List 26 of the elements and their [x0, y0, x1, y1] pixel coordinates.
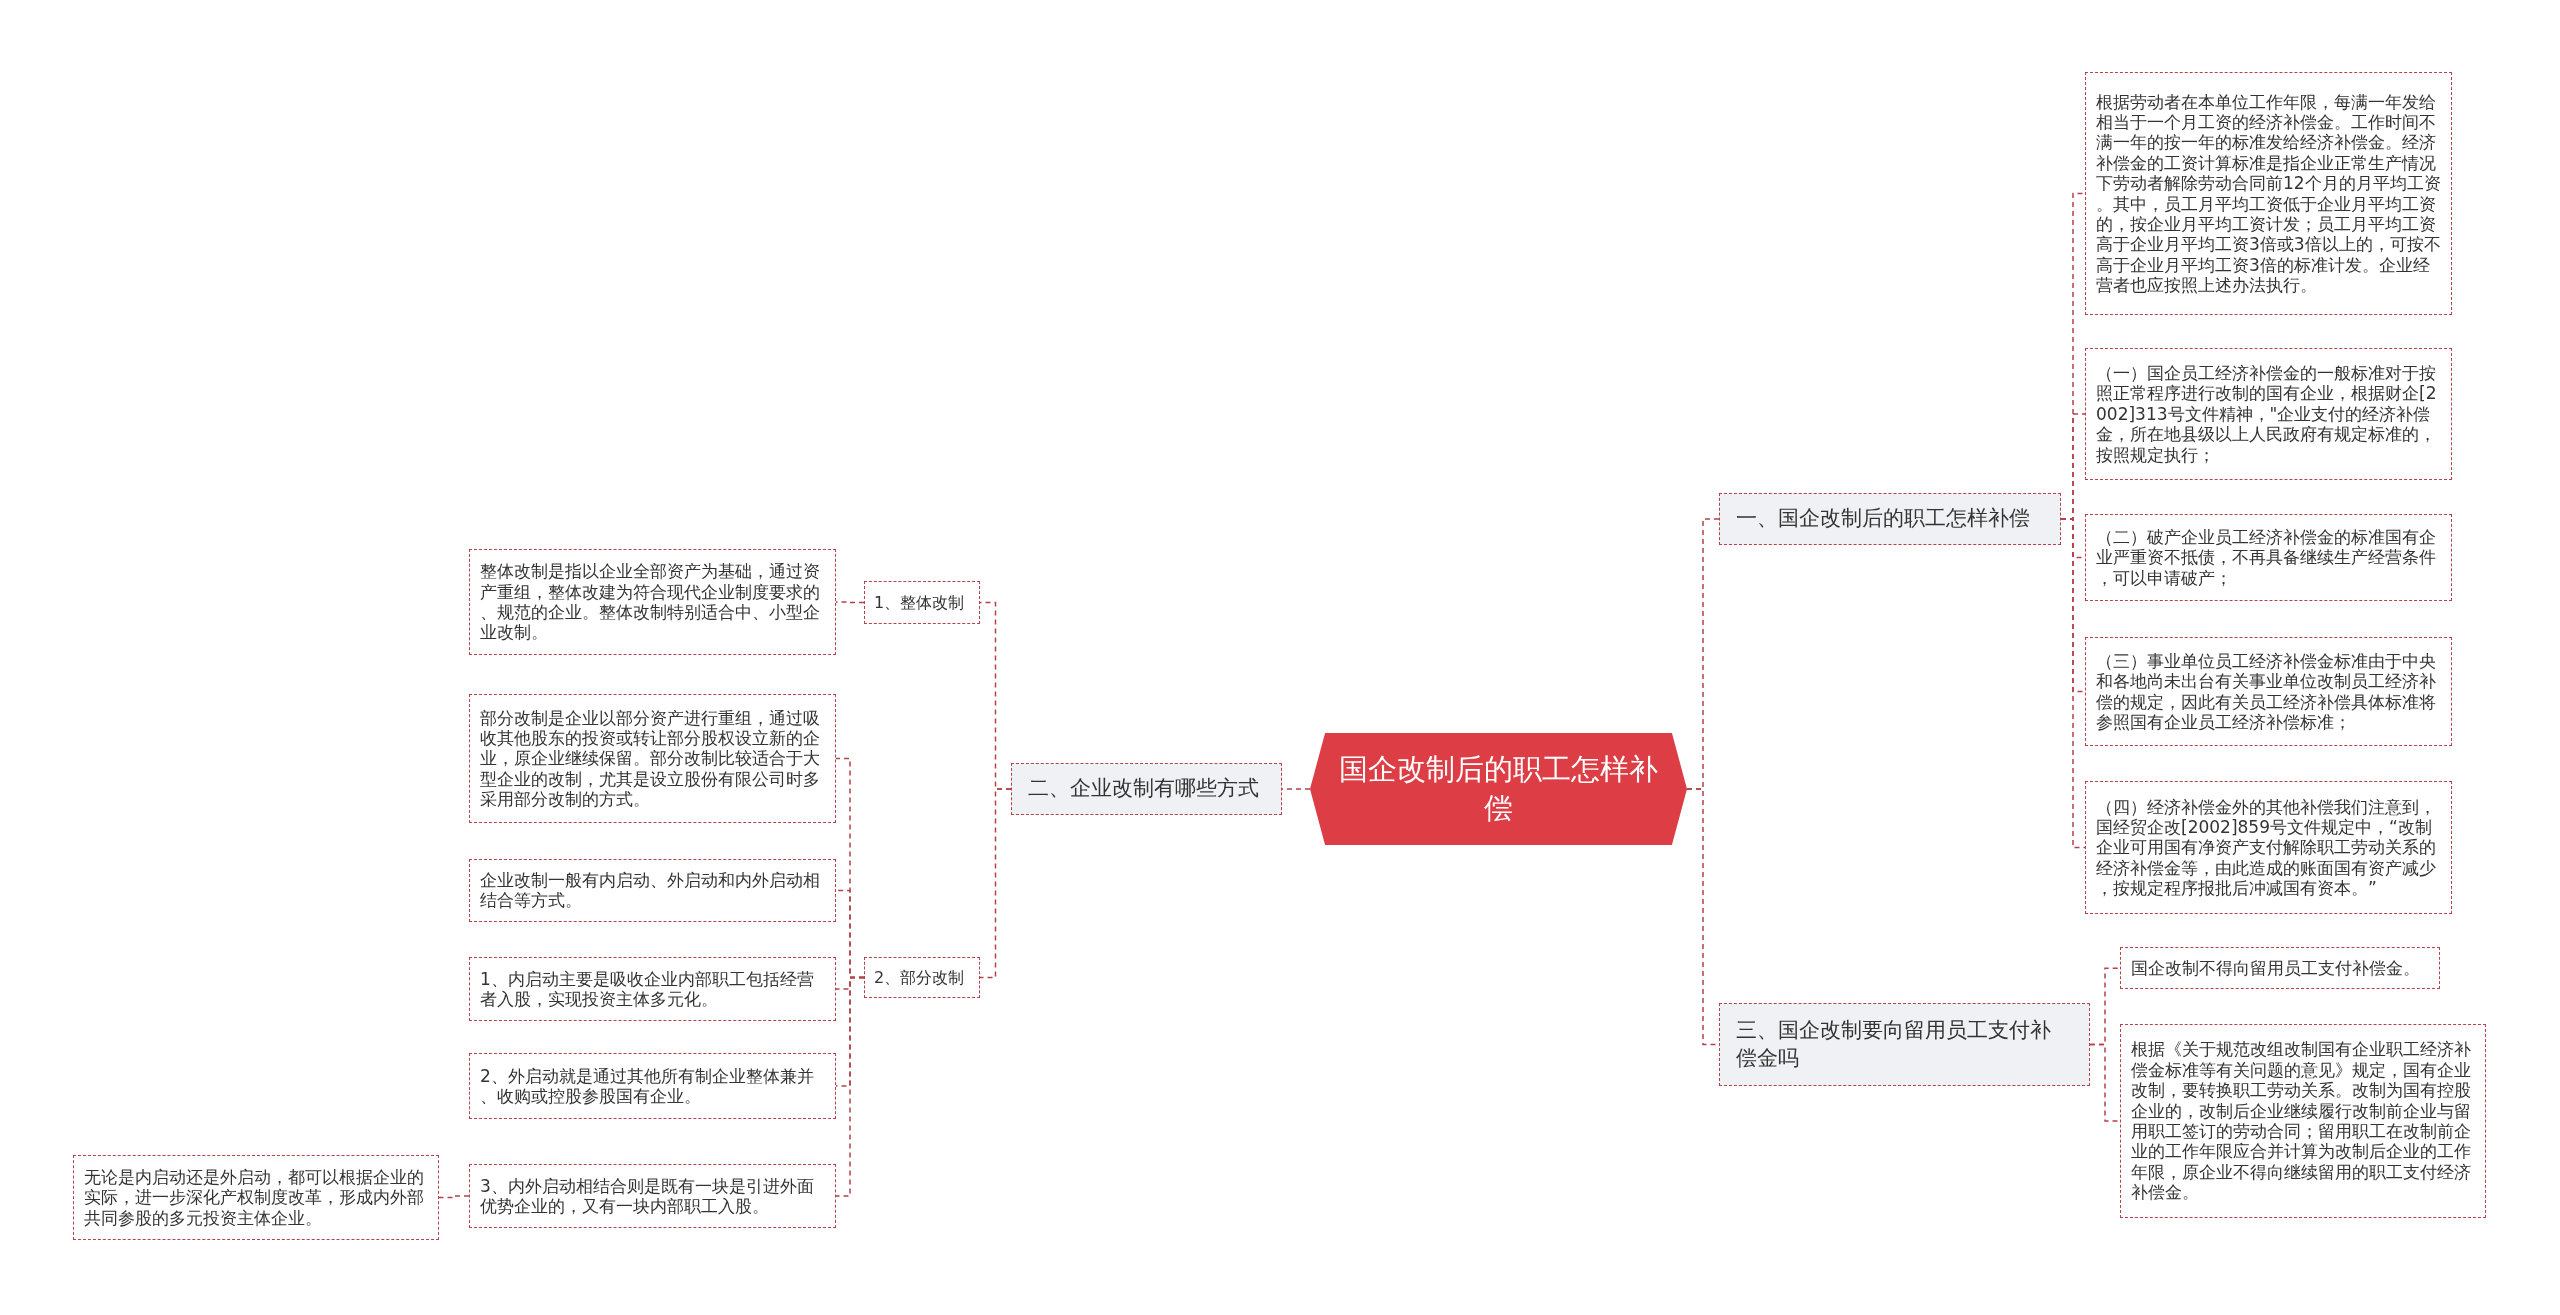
- note-box: 1、内启动主要是吸收企业内部职工包括经营者入股，实现投资主体多元化。: [469, 957, 836, 1021]
- note-box: 整体改制是指以企业全部资产为基础，通过资产重组，整体改建为符合现代企业制度要求的、规范的企业。整体改制特别适合中、小型企业改制。: [469, 549, 836, 655]
- note-box: 国企改制不得向留用员工支付补偿金。: [2120, 947, 2440, 990]
- note-box: （一）国企员工经济补偿金的一般标准对于按照正常程序进行改制的国有企业，根据财企[2002]313号文件精神，"企业支付的经济补偿金，所在地县级以上人民政府有规定标准的，按照规定执行；: [2085, 348, 2452, 480]
- central-topic-hexagon: 国企改制后的职工怎样补偿: [1310, 733, 1687, 845]
- connector-line: [979, 788, 1012, 979]
- connector-line: [2089, 1043, 2121, 1122]
- topic-box: 三、国企改制要向留用员工支付补偿金吗: [1719, 1003, 2090, 1086]
- connector-line: [438, 1195, 470, 1199]
- subtopic-box: 2、部分改制: [864, 957, 980, 998]
- topic-box: 一、国企改制后的职工怎样补偿: [1719, 493, 2061, 545]
- note-box: 部分改制是企业以部分资产进行重组，通过吸收其他股东的投资或转让部分股权设立新的企业，原企业继续保留。部分改制比较适合于大型企业的改制，尤其是设立股份有限公司时多采用部分改制的方式。: [469, 694, 836, 823]
- note-box: 根据劳动者在本单位工作年限，每满一年发给相当于一个月工资的经济补偿金。工作时间不满一年的按一年的标准发给经济补偿金。经济补偿金的工资计算标准是指企业正常生产情况下劳动者解除劳动合同前12个月的月平均工资。其中，员工月平均工资低于企业月平均工资的，按企业月平均工资计发；员工月平均工资高于企业月平均工资3倍或3倍以上的，可按不高于企业月平均工资3倍的标准计发。企业经营者也应按照上述办法执行。: [2085, 72, 2452, 315]
- connector-line: [2060, 518, 2086, 849]
- note-box: （三）事业单位员工经济补偿金标准由于中央和各地尚未出台有关事业单位改制员工经济补偿的规定，因此有关员工经济补偿具体标准将参照国有企业员工经济补偿标准；: [2085, 637, 2452, 746]
- note-box: 企业改制一般有内启动、外启动和内外启动相结合等方式。: [469, 859, 836, 922]
- subtopic-box: 1、整体改制: [864, 581, 980, 624]
- topic-box: 二、企业改制有哪些方式: [1011, 763, 1282, 815]
- note-box: 3、内外启动相结合则是既有一块是引进外面优势企业的，又有一块内部职工入股。: [469, 1164, 836, 1228]
- note-box: 2、外启动就是通过其他所有制企业整体兼并、收购或控股参股国有企业。: [469, 1053, 836, 1119]
- note-box: （二）破产企业员工经济补偿金的标准国有企业严重资不抵债，不再具备继续生产经营条件，可以申请破产；: [2085, 514, 2452, 601]
- connector-line: [835, 976, 865, 1197]
- note-box: （四）经济补偿金外的其他补偿我们注意到，国经贸企改[2002]859号文件规定中，“改制企业可用国有净资产支付解除职工劳动关系的经济补偿金等，由此造成的账面国有资产减少，按规定程序报批后冲减国有资本。”: [2085, 781, 2452, 914]
- note-box: 根据《关于规范改组改制国有企业职工经济补偿金标准等有关问题的意见》规定，国有企业改制，要转换职工劳动关系。改制为国有控股企业的，改制后企业继续履行改制前企业与留用职工签订的劳动合同；留用职工在改制前企业的工作年限应合并计算为改制后企业的工作年限，原企业不得向继续留用的职工支付经济补偿金。: [2120, 1024, 2486, 1218]
- note-box: 无论是内启动还是外启动，都可以根据企业的实际，进一步深化产权制度改革，形成内外部共同参股的多元投资主体企业。: [73, 1155, 439, 1240]
- connector-line: [835, 601, 865, 604]
